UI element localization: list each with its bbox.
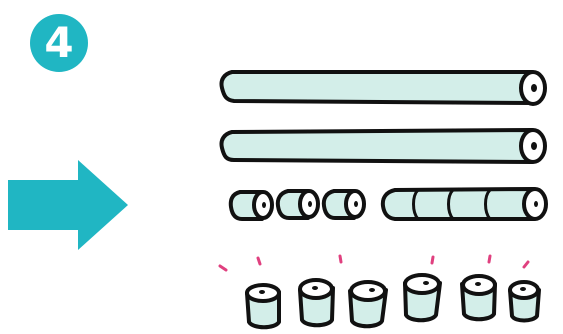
standing-tube-piece-icon (510, 282, 539, 321)
tube-piece-icon (324, 191, 364, 218)
standing-tube-piece-icon (462, 276, 495, 319)
standing-tube-piece-icon (350, 282, 386, 326)
tube-piece-icon (278, 191, 318, 218)
standing-tube-piece-icon (405, 275, 440, 320)
long-tube-icon (221, 72, 545, 104)
sparkle-marks (220, 256, 528, 270)
tube-piece-icon (383, 189, 546, 219)
standing-tube-piece-icon (300, 280, 333, 325)
tube-piece-icon (231, 192, 272, 219)
long-tube-icon (221, 130, 545, 162)
standing-tube-piece-icon (247, 285, 279, 327)
